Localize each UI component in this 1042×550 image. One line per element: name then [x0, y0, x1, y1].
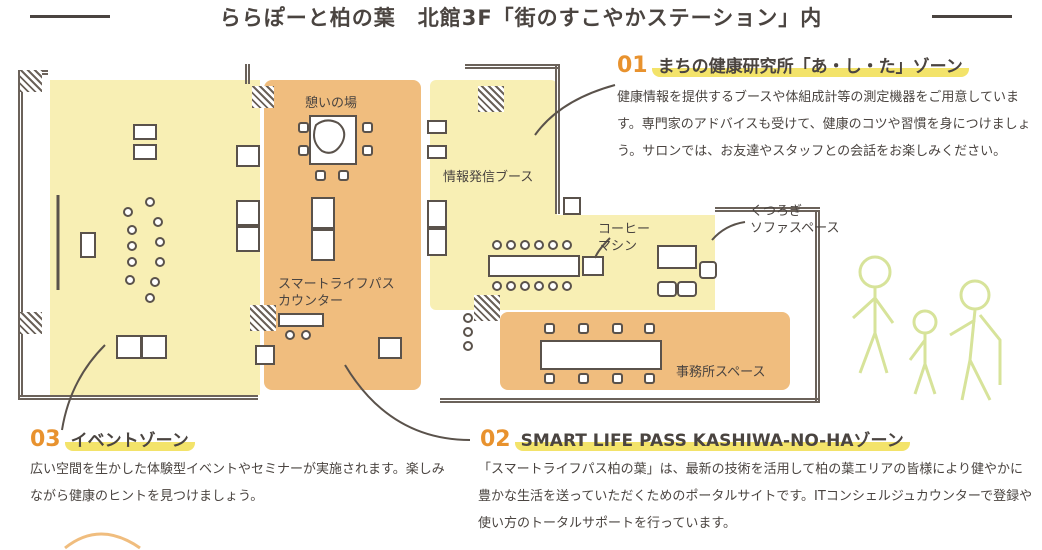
furniture — [236, 145, 260, 167]
chair — [298, 145, 309, 156]
furniture — [236, 200, 260, 226]
chair — [298, 122, 309, 133]
chair — [544, 323, 555, 334]
table — [141, 335, 167, 359]
label-info-booth: 情報発信ブース — [443, 170, 534, 185]
chair — [362, 145, 373, 156]
chair — [644, 373, 655, 384]
chair — [612, 323, 623, 334]
label-rest-area: 憩いの場 — [305, 96, 358, 111]
booth — [427, 145, 447, 159]
wall-bottom-left — [18, 395, 258, 400]
pillar — [252, 86, 274, 108]
furniture — [133, 144, 157, 160]
label-coffee-machine: コーヒー マシン — [598, 222, 651, 254]
chair — [362, 122, 373, 133]
pillar — [474, 295, 500, 321]
wall-right — [815, 210, 820, 402]
sofa-table — [657, 245, 697, 269]
pillar — [20, 312, 42, 334]
furniture — [133, 124, 157, 140]
furniture — [255, 345, 275, 365]
furniture — [563, 197, 581, 215]
chair — [315, 170, 326, 181]
coffee-machine — [582, 256, 604, 276]
zone-title: まちの健康研究所「あ・し・た」ゾーン — [651, 57, 969, 77]
title-rule-left — [30, 15, 110, 18]
pillar — [478, 86, 504, 112]
counter-desk — [278, 313, 324, 327]
zone-02-description: 「スマートライフパス柏の葉」は、最新の技術を活用して柏の葉エリアの皆様により健や… — [478, 462, 1033, 531]
page-title: ららぽーと柏の葉 北館3F「街のすこやかステーション」内 — [219, 6, 823, 30]
pillar — [250, 305, 276, 331]
podium — [80, 232, 96, 258]
zone-title: イベントゾーン — [64, 431, 195, 451]
label-office: 事務所スペース — [676, 365, 766, 380]
wall-mid — [555, 64, 560, 214]
pillar — [20, 70, 42, 92]
label-counter: スマートライフパス カウンター — [278, 277, 395, 309]
wall-bottom-right — [440, 398, 820, 403]
wall-post — [245, 64, 250, 84]
wall-top-mid — [465, 64, 560, 69]
label-sofa-space: くつろぎ ソファスペース — [750, 204, 840, 236]
chair — [578, 373, 589, 384]
booth — [427, 120, 447, 134]
zone-number: 01 — [617, 53, 648, 78]
decor-arc — [64, 532, 141, 550]
zone-03-description: 広い空間を生かした体験型イベントやセミナーが実施されます。楽しみながら健康のヒン… — [30, 462, 445, 504]
furniture — [378, 337, 402, 359]
chair — [544, 373, 555, 384]
table — [116, 335, 142, 359]
counter — [311, 197, 335, 229]
wall-top-right — [715, 207, 820, 212]
counter — [311, 229, 335, 261]
title-rule-right — [932, 15, 1012, 18]
chair — [578, 323, 589, 334]
zone-number: 03 — [30, 427, 61, 452]
furniture — [236, 226, 260, 252]
booth — [427, 228, 447, 256]
zone-number: 02 — [480, 427, 511, 452]
chair — [644, 323, 655, 334]
long-table — [488, 255, 580, 277]
office-table — [540, 340, 662, 370]
booth — [427, 200, 447, 228]
chair — [612, 373, 623, 384]
chair — [338, 170, 349, 181]
zone-title: SMART LIFE PASS KASHIWA-NO-HAゾーン — [514, 431, 910, 451]
family-illustration — [851, 255, 1002, 401]
zone-01-description: 健康情報を提供するブースや体組成計等の測定機器をご用意しています。専門家のアドバ… — [617, 90, 1031, 159]
